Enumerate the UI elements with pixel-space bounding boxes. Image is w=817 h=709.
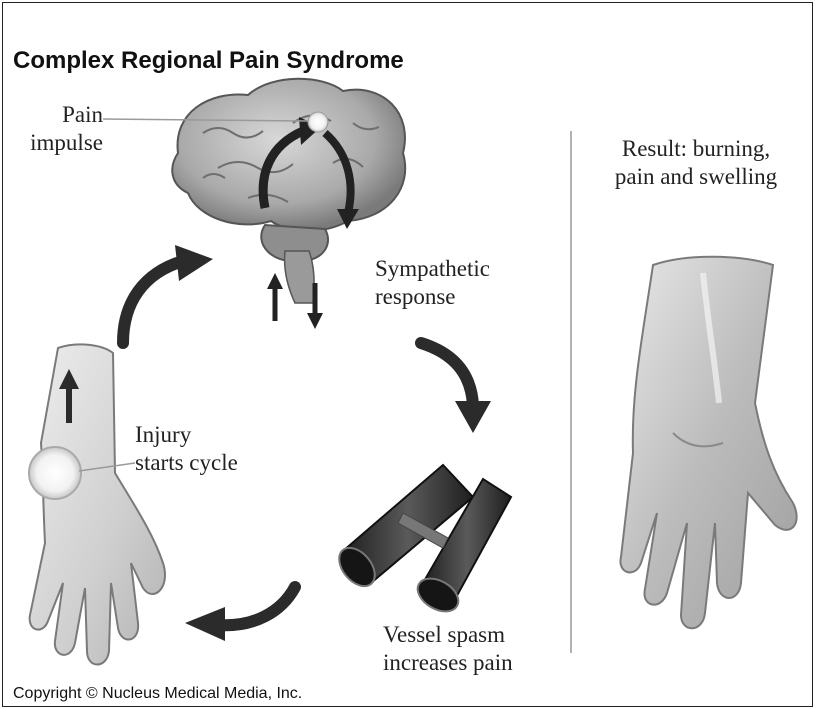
copyright-notice: Copyright © Nucleus Medical Media, Inc. bbox=[13, 685, 302, 703]
injury-label: Injury starts cycle bbox=[135, 421, 238, 477]
pain-impulse-line-1: Pain bbox=[23, 101, 103, 129]
result-line-1: Result: burning, bbox=[583, 135, 809, 163]
vessel-spasm-line-1: Vessel spasm bbox=[383, 621, 513, 649]
cycle-arrow-down-left bbox=[185, 587, 295, 641]
result-label: Result: burning, pain and swelling bbox=[583, 135, 809, 191]
cycle-arrow-right bbox=[421, 343, 491, 433]
vessel-spasm-label: Vessel spasm increases pain bbox=[383, 621, 513, 677]
sympathetic-response-line-2: response bbox=[375, 283, 490, 311]
brain-illustration bbox=[172, 79, 405, 329]
result-line-2: pain and swelling bbox=[583, 163, 809, 191]
swollen-hand-illustration bbox=[620, 257, 796, 629]
injured-hand-illustration bbox=[29, 344, 165, 664]
pain-impulse-label: Pain impulse bbox=[23, 101, 103, 157]
blood-vessels-illustration bbox=[332, 465, 511, 618]
injury-line-1: Injury bbox=[135, 421, 238, 449]
page-title: Complex Regional Pain Syndrome bbox=[13, 47, 404, 75]
vessel-spasm-line-2: increases pain bbox=[383, 649, 513, 677]
sympathetic-response-label: Sympathetic response bbox=[375, 255, 490, 311]
cycle-arrow-up bbox=[123, 245, 213, 343]
pain-impulse-line-2: impulse bbox=[23, 129, 103, 157]
illustration bbox=[3, 3, 814, 708]
injury-line-2: starts cycle bbox=[135, 449, 238, 477]
sympathetic-response-line-1: Sympathetic bbox=[375, 255, 490, 283]
